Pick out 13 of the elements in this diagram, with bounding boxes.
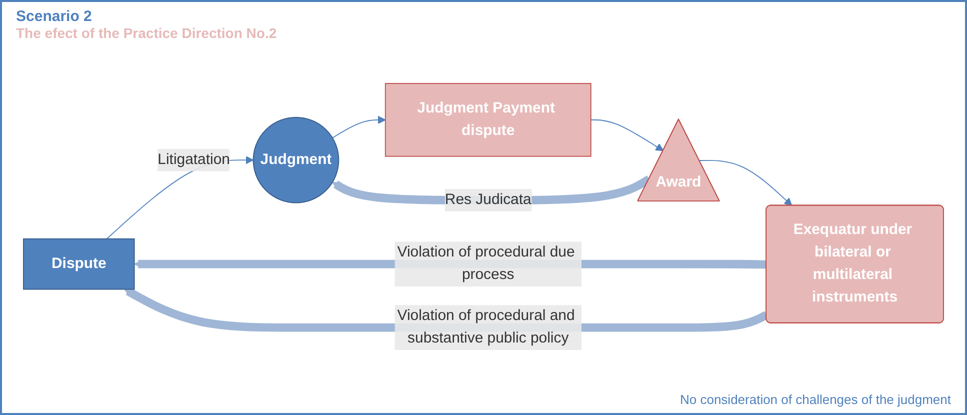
diagram-title: Scenario 2 (16, 8, 93, 25)
arrow (332, 116, 386, 138)
edge-label: Litigatation (158, 151, 230, 168)
node-box: Judgment Payment dispute (384, 82, 592, 157)
edge-label: Res Judicata (444, 192, 532, 208)
edge-label: Violation of procedural due process (397, 244, 575, 283)
arrow (698, 160, 792, 206)
node-circle: Judgment (252, 116, 340, 203)
subtitle: The efect of the Practice Direction No.2 (16, 25, 278, 41)
arrow (590, 119, 664, 151)
node-box: Dispute (23, 238, 135, 290)
note-text: No consideration of challenges of the judgment (678, 392, 951, 407)
edge-label: Violation of procedural and substantive public policy (397, 308, 575, 346)
